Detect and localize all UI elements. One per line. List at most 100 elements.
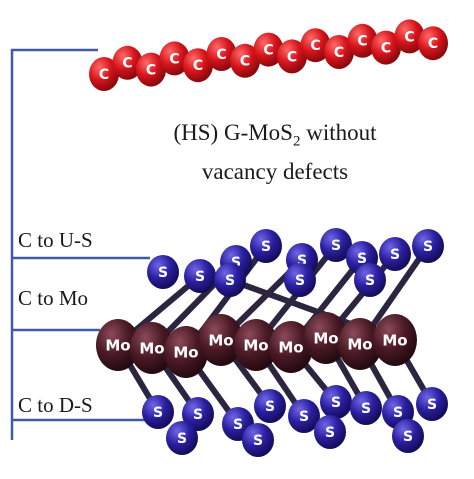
upper-sulfur-atom-11-label: S: [295, 273, 305, 289]
upper-sulfur-atom-11-sphere: [284, 263, 316, 297]
carbon-atom-7: C: [230, 43, 260, 78]
lower-sulfur-atom-3-label: S: [233, 417, 243, 433]
upper-sulfur-atom-7-label: S: [357, 251, 367, 267]
carbon-atom-1-sphere: [89, 57, 119, 91]
carbon-atom-14-label: C: [404, 29, 414, 45]
upper-sulfur-atom-1: S: [147, 255, 179, 289]
carbon-atom-5-sphere: [183, 48, 213, 83]
carbon-atom-11-sphere: [324, 35, 354, 69]
carbon-atom-5-label: C: [193, 58, 203, 74]
connector-bracket: [10, 48, 150, 440]
lower-sulfur-atom-11: S: [242, 423, 274, 457]
upper-sulfur-atom-6-sphere: [320, 228, 352, 262]
carbon-atom-12-label: C: [357, 34, 367, 50]
upper-sulfur-atom-10: S: [214, 263, 246, 297]
molybdenum-atom-2: Mo: [130, 322, 174, 374]
upper-sulfur-atom-4-sphere: [250, 229, 282, 263]
carbon-atom-11: C: [324, 35, 354, 69]
carbon-atom-10: C: [300, 28, 331, 63]
lower-sulfur-atom-8-label: S: [393, 405, 403, 421]
lower-sulfur-atom-2-sphere: [182, 397, 214, 431]
molybdenum-atom-1: Mo: [96, 319, 140, 371]
molybdenum-atom-3-sphere: [164, 326, 208, 378]
carbon-atom-10-sphere: [300, 28, 331, 63]
molybdenum-atom-3-label: Mo: [173, 343, 198, 361]
carbon-atom-4-sphere: [159, 41, 190, 76]
upper-sulfur-atom-2: S: [184, 259, 216, 293]
lower-sulfur-atom-12-label: S: [325, 425, 335, 441]
structure-caption: (HS) G-MoS2 without vacancy defects: [130, 118, 420, 187]
carbon-atom-2-sphere: [112, 45, 143, 80]
upper-sulfur-atom-1-label: S: [158, 265, 168, 281]
lower-sulfur-atom-6: S: [320, 385, 352, 419]
carbon-atom-6: C: [206, 37, 237, 71]
upper-sulfur-atom-2-sphere: [184, 259, 216, 293]
carbon-atom-14: C: [394, 19, 425, 54]
lower-sulfur-atom-7: S: [350, 391, 382, 425]
carbon-atom-9-sphere: [277, 39, 307, 74]
carbon-atom-7-sphere: [230, 43, 260, 78]
molybdenum-atom-2-label: Mo: [139, 339, 164, 357]
carbon-atom-15-label: C: [428, 36, 438, 52]
lower-sulfur-atom-9-label: S: [427, 397, 437, 413]
molybdenum-atom-8-label: Mo: [347, 335, 372, 353]
carbon-atom-7-label: C: [240, 54, 250, 70]
carbon-atom-11-label: C: [334, 45, 344, 61]
lower-sulfur-atom-9-sphere: [416, 387, 448, 421]
carbon-atom-12-sphere: [347, 23, 378, 58]
molybdenum-atom-9-sphere: [373, 314, 417, 366]
molybdenum-atom-7-sphere: [304, 312, 348, 364]
upper-sulfur-atom-1-sphere: [147, 255, 179, 289]
carbon-atom-1: C: [89, 57, 119, 91]
molybdenum-atom-2-sphere: [130, 322, 174, 374]
lower-sulfur-atom-7-sphere: [350, 391, 382, 425]
molybdenum-atom-5: Mo: [234, 319, 278, 371]
lower-sulfur-atom-10-sphere: [166, 421, 198, 455]
upper-sulfur-atom-6-label: S: [331, 238, 341, 254]
molybdenum-atom-6: Mo: [269, 321, 313, 373]
molybdenum-atom-5-sphere: [234, 319, 278, 371]
upper-sulfur-atom-9-label: S: [423, 239, 433, 255]
upper-sulfur-atom-11: S: [284, 263, 316, 297]
lower-sulfur-atom-1: S: [142, 395, 174, 429]
lower-sulfur-atom-4-label: S: [265, 399, 275, 415]
molybdenum-atom-7: Mo: [304, 312, 348, 364]
molybdenum-atom-6-label: Mo: [278, 338, 303, 356]
molybdenum-atom-4-sphere: [199, 314, 243, 366]
carbon-atom-8-label: C: [263, 43, 273, 59]
molybdenum-atom-9: Mo: [373, 314, 417, 366]
caption-line-2: vacancy defects: [201, 158, 349, 184]
molybdenum-atom-4: Mo: [199, 314, 243, 366]
carbon-atom-4: C: [159, 41, 190, 76]
molybdenum-atom-1-label: Mo: [105, 336, 130, 354]
lower-sulfur-atom-13-sphere: [392, 419, 424, 453]
upper-sulfur-atom-10-label: S: [225, 273, 235, 289]
carbon-atom-10-label: C: [310, 38, 320, 54]
carbon-atom-13: C: [371, 30, 401, 65]
carbon-atom-2: C: [112, 45, 143, 80]
lower-sulfur-atom-5: S: [288, 399, 320, 433]
molybdenum-atom-7-label: Mo: [313, 329, 338, 347]
molybdenum-atom-4-label: Mo: [208, 331, 233, 349]
carbon-atom-15-sphere: [418, 26, 448, 61]
carbon-atom-3: C: [136, 52, 166, 87]
upper-sulfur-atom-8-sphere: [379, 237, 411, 271]
upper-sulfur-atom-4: S: [250, 229, 282, 263]
lower-sulfur-atom-13-label: S: [403, 429, 413, 445]
carbon-atom-3-sphere: [136, 52, 166, 87]
carbon-atom-6-sphere: [206, 37, 237, 71]
molybdenum-atom-8: Mo: [338, 318, 382, 370]
lower-sulfur-atom-2: S: [182, 397, 214, 431]
lower-sulfur-atom-5-sphere: [288, 399, 320, 433]
carbon-atom-12: C: [347, 23, 378, 58]
upper-sulfur-atom-8: S: [379, 237, 411, 271]
lower-sulfur-atom-1-label: S: [153, 405, 163, 421]
lower-sulfur-atom-11-label: S: [253, 433, 263, 449]
bracket-spine: [10, 48, 98, 440]
molybdenum-atom-5-label: Mo: [243, 336, 268, 354]
lower-sulfur-atom-9: S: [416, 387, 448, 421]
